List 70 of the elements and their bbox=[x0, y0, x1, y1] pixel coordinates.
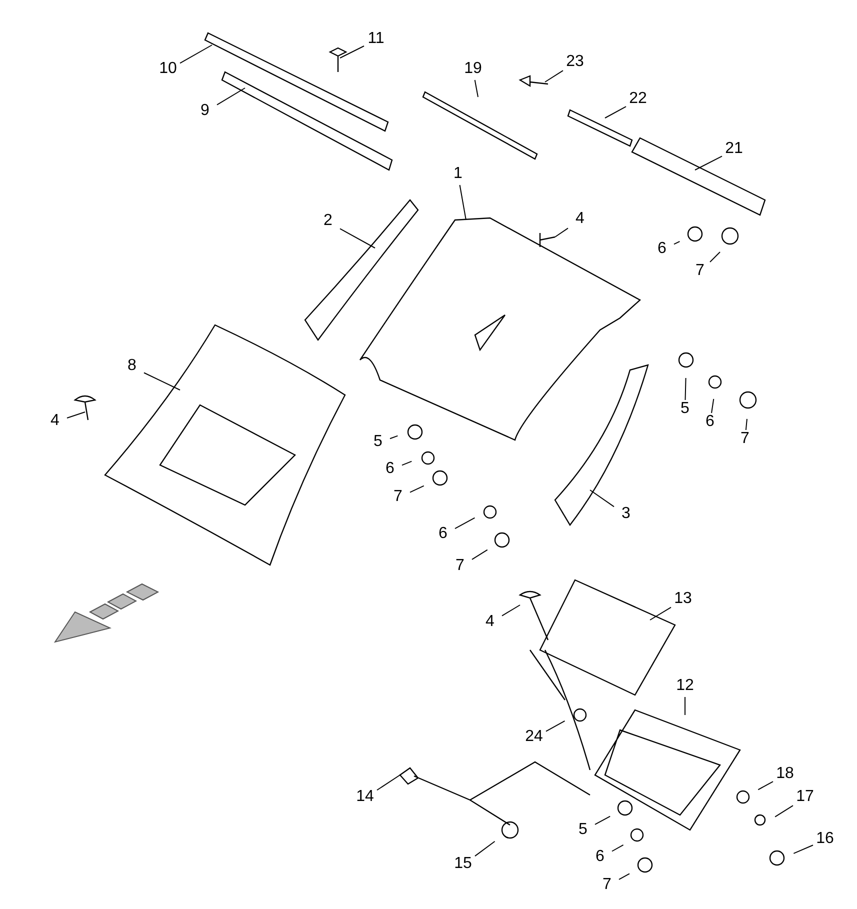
leader-line bbox=[410, 485, 424, 493]
callout-number: 5 bbox=[571, 821, 595, 841]
leader-line bbox=[554, 228, 568, 238]
callout-number: 19 bbox=[461, 60, 485, 80]
callout-number: 21 bbox=[722, 140, 746, 160]
callout-number: 5 bbox=[366, 433, 390, 453]
callout-number: 24 bbox=[522, 728, 546, 748]
leader-line bbox=[774, 805, 794, 818]
leader-line bbox=[745, 418, 748, 430]
callout-number: 13 bbox=[671, 590, 695, 610]
callout-number: 6 bbox=[431, 525, 455, 545]
callout-number: 6 bbox=[650, 240, 674, 260]
callout-number: 17 bbox=[793, 788, 817, 808]
callout-number: 3 bbox=[614, 505, 638, 525]
leader-line bbox=[674, 240, 680, 245]
leader-line bbox=[376, 774, 400, 791]
leader-line bbox=[544, 70, 564, 82]
leader-line bbox=[180, 44, 212, 64]
leader-line bbox=[402, 460, 412, 466]
leader-line bbox=[604, 106, 626, 118]
callout-number: 1 bbox=[446, 165, 470, 185]
callout-number: 6 bbox=[698, 413, 722, 433]
leader-line bbox=[684, 378, 686, 400]
leader-line bbox=[758, 781, 774, 790]
callout-number: 12 bbox=[673, 677, 697, 697]
callout-number: 18 bbox=[773, 765, 797, 785]
leader-line bbox=[66, 412, 86, 418]
callout-number: 10 bbox=[156, 60, 180, 80]
callout-number: 7 bbox=[733, 430, 757, 450]
callout-number: 4 bbox=[478, 613, 502, 633]
leader-line bbox=[793, 844, 814, 854]
callout-number: 14 bbox=[353, 788, 377, 808]
leader-line bbox=[340, 228, 376, 248]
callout-number: 7 bbox=[386, 488, 410, 508]
callout-number: 15 bbox=[451, 855, 475, 875]
leader-line bbox=[474, 80, 478, 98]
leader-line bbox=[618, 873, 630, 880]
callout-number: 7 bbox=[688, 262, 712, 282]
leader-line bbox=[694, 156, 722, 170]
callout-number: 6 bbox=[378, 460, 402, 480]
leader-line bbox=[459, 184, 466, 220]
leader-line bbox=[474, 840, 496, 857]
leader-line bbox=[590, 490, 614, 508]
leader-line bbox=[594, 816, 611, 825]
callout-number: 8 bbox=[120, 357, 144, 377]
leader-line bbox=[144, 372, 180, 390]
leader-line bbox=[711, 398, 714, 414]
callout-number: 16 bbox=[813, 830, 837, 850]
leader-line bbox=[612, 844, 624, 852]
callout-number: 11 bbox=[364, 30, 388, 50]
callout-number: 22 bbox=[626, 90, 650, 110]
leader-line bbox=[390, 435, 398, 440]
leader-line bbox=[710, 252, 720, 262]
callout-number: 2 bbox=[316, 212, 340, 232]
callout-number: 7 bbox=[595, 876, 619, 896]
callout-number: 4 bbox=[568, 210, 592, 230]
leader-line bbox=[546, 720, 566, 732]
leader-line bbox=[650, 606, 672, 620]
leader-line bbox=[472, 549, 488, 560]
callout-number: 6 bbox=[588, 848, 612, 868]
leader-line bbox=[502, 604, 520, 616]
callout-number: 4 bbox=[43, 412, 67, 432]
callout-number: 23 bbox=[563, 53, 587, 73]
leader-line bbox=[454, 517, 476, 530]
leader-line bbox=[216, 88, 246, 106]
callout-number: 9 bbox=[193, 102, 217, 122]
leader-line bbox=[340, 46, 364, 58]
callout-number: 5 bbox=[673, 400, 697, 420]
leader-line bbox=[684, 696, 686, 716]
callout-number: 7 bbox=[448, 557, 472, 577]
